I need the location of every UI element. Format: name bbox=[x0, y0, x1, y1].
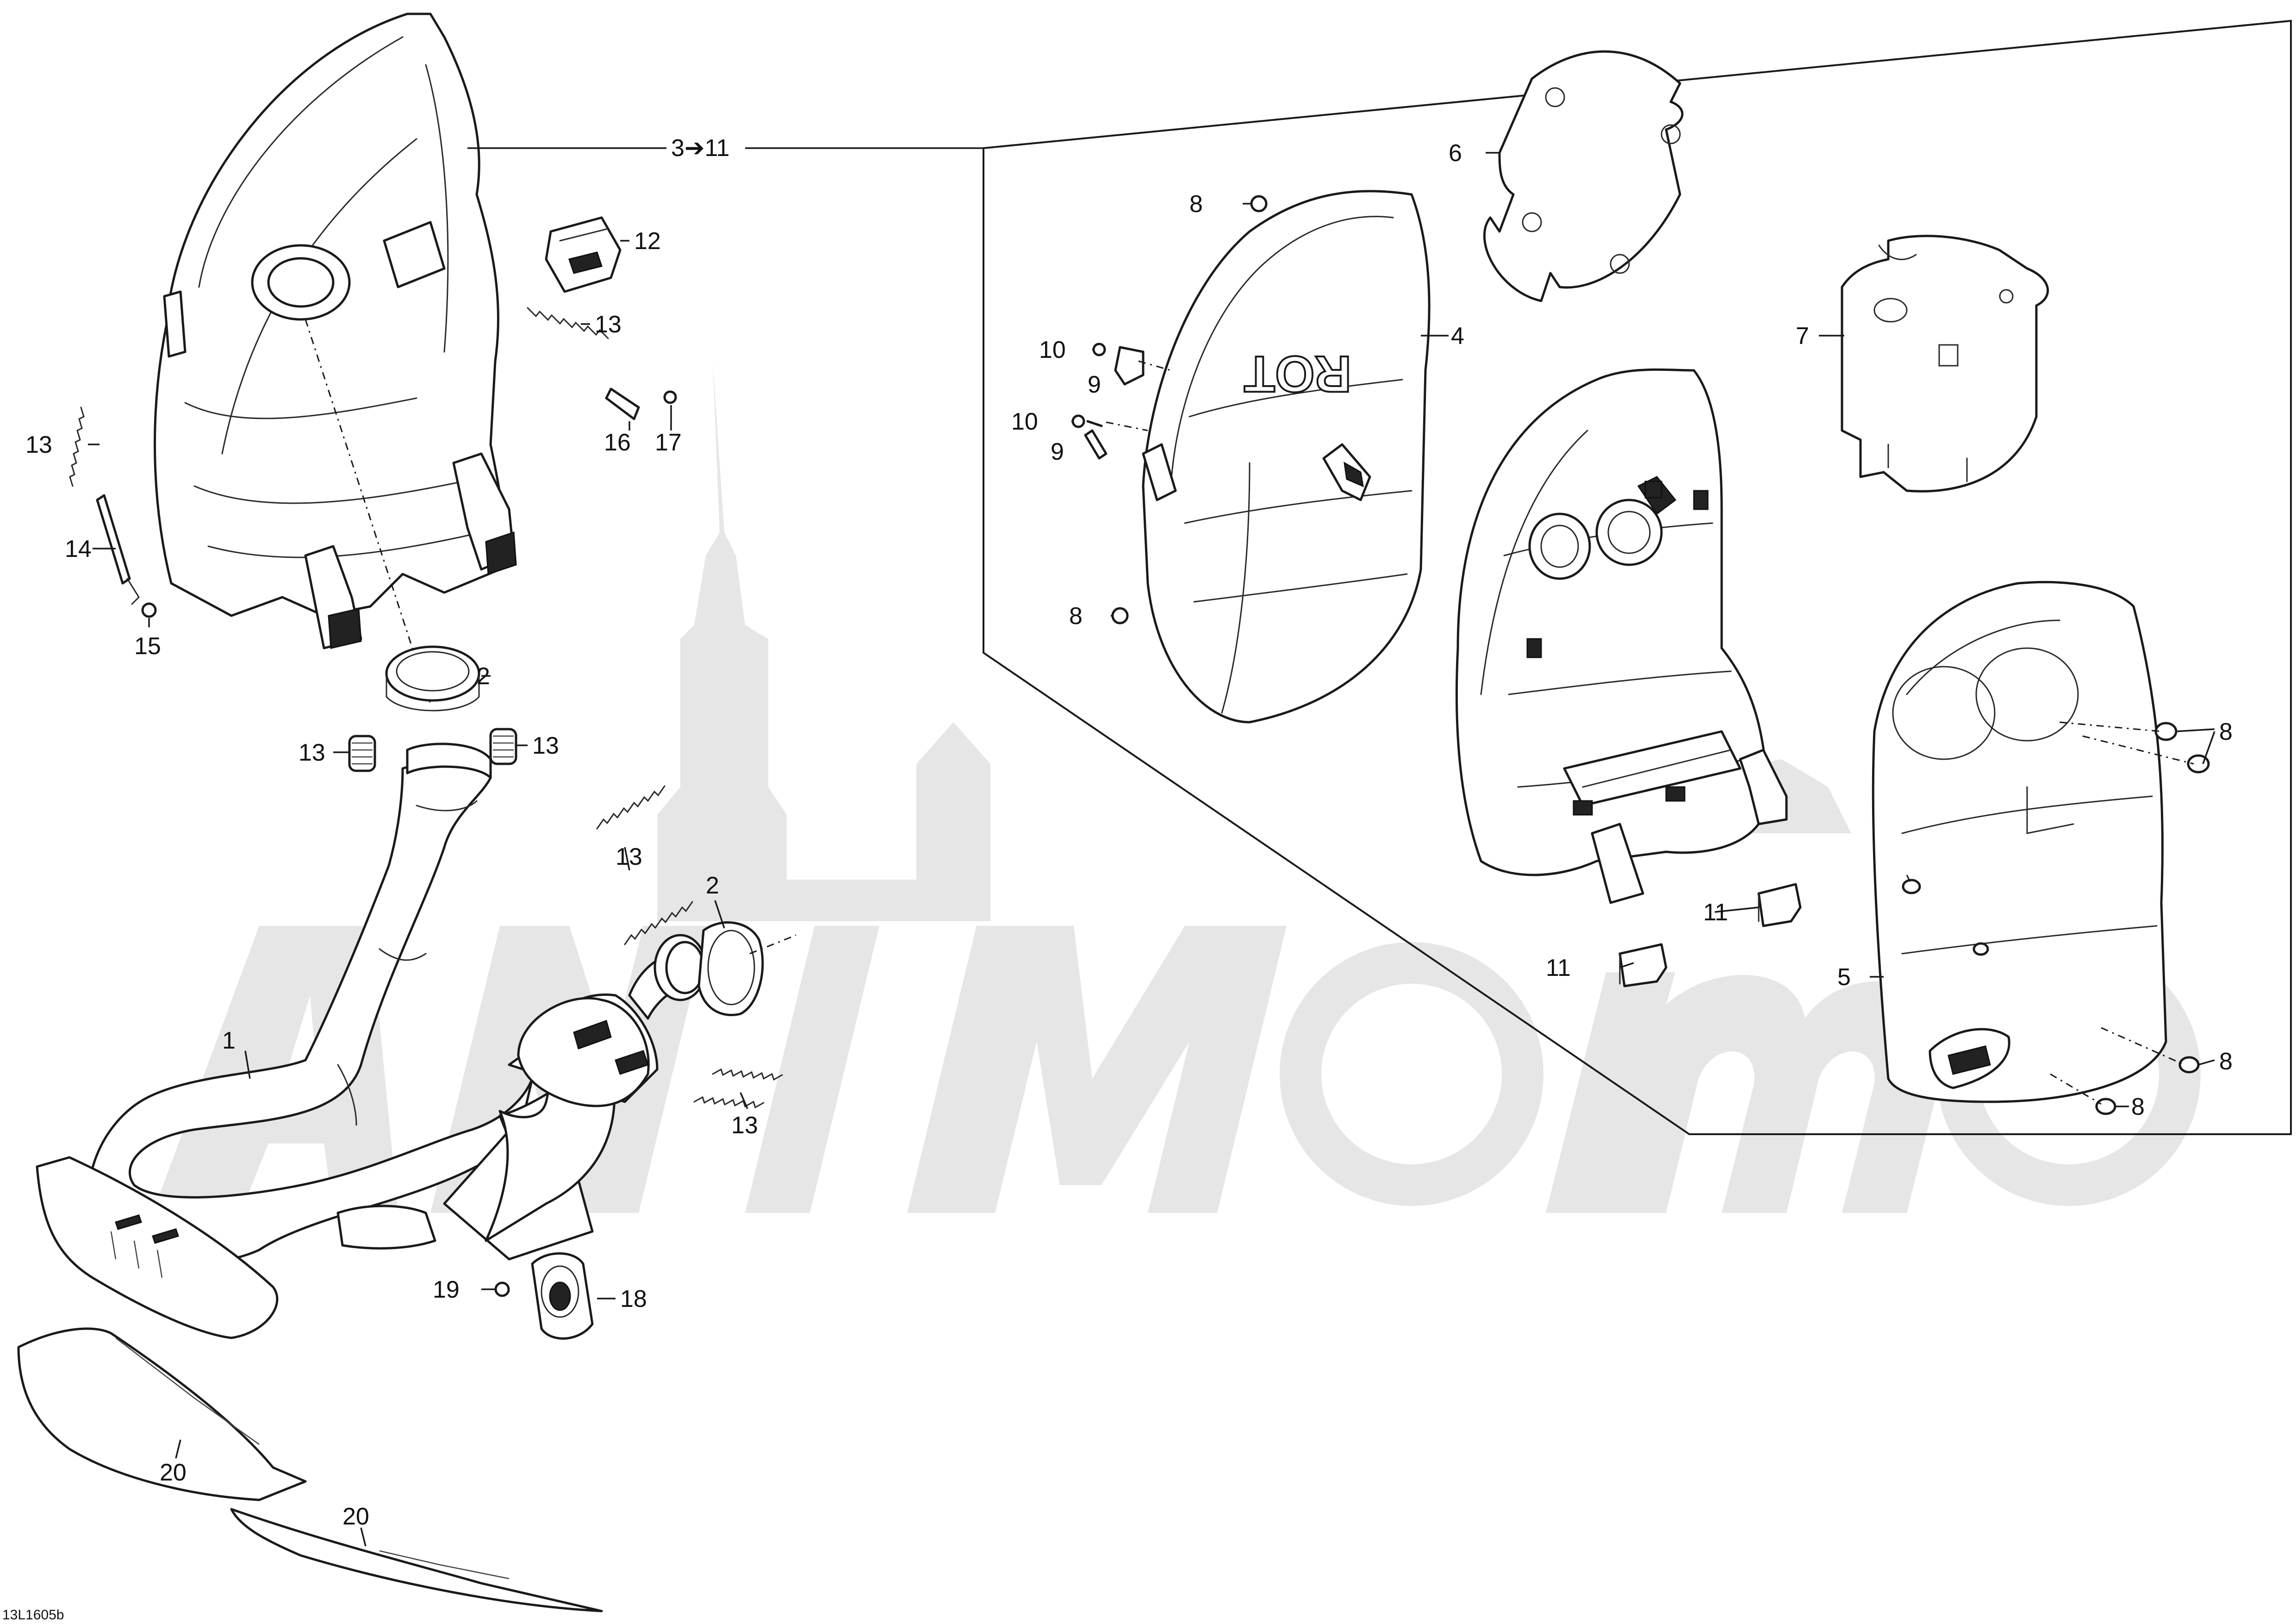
springs bbox=[69, 307, 783, 1109]
part-4-cover: ROT bbox=[1142, 190, 1431, 724]
callout-13-center-top: 13 bbox=[616, 843, 642, 870]
callout-8-top: 8 bbox=[1189, 191, 1203, 218]
callout-2-upper: 2 bbox=[477, 663, 490, 690]
leader-lines bbox=[88, 147, 2215, 1547]
svg-text:ROT: ROT bbox=[1244, 345, 1351, 402]
callout-labels: 3➔11 1 2 2 4 5 6 7 8 8 8 8 8 9 9 10 10 1… bbox=[2, 135, 2233, 1623]
callout-20-left: 20 bbox=[160, 1459, 187, 1486]
callout-20-right: 20 bbox=[342, 1503, 369, 1530]
main-housing bbox=[1455, 368, 1788, 904]
callout-13-pipe-left: 13 bbox=[299, 739, 325, 766]
callout-16: 16 bbox=[604, 429, 631, 456]
part-2-gasket-upper bbox=[385, 645, 480, 712]
small-hardware bbox=[96, 387, 677, 618]
callout-2-lower: 2 bbox=[706, 872, 719, 899]
part-18-bracket bbox=[494, 1252, 594, 1340]
callout-8-bottom: 8 bbox=[2131, 1093, 2145, 1120]
muffler-assembly bbox=[154, 12, 517, 704]
part-6-gasket-plate bbox=[1483, 50, 1684, 302]
callout-18: 18 bbox=[620, 1286, 647, 1312]
callout-14: 14 bbox=[65, 536, 92, 562]
callout-7: 7 bbox=[1796, 323, 1809, 350]
callout-8-right-bottom: 8 bbox=[2219, 1048, 2233, 1075]
callout-8-left: 8 bbox=[1069, 603, 1083, 630]
callout-11-lower: 11 bbox=[1546, 955, 1571, 981]
callout-17: 17 bbox=[655, 429, 682, 456]
callout-11-upper: 11 bbox=[1703, 899, 1728, 926]
catalytic-section bbox=[485, 934, 707, 1242]
part-2-gasket-lower bbox=[697, 921, 796, 1016]
callout-5: 5 bbox=[1837, 964, 1851, 991]
callout-13-left: 13 bbox=[25, 431, 52, 458]
callout-4: 4 bbox=[1451, 323, 1464, 350]
callout-13-pipe-right: 13 bbox=[532, 732, 559, 759]
callout-12: 12 bbox=[634, 228, 661, 255]
callout-19: 19 bbox=[433, 1276, 460, 1303]
drawing-code: 13L1605b bbox=[2, 1607, 64, 1623]
part-5-housing-cover bbox=[1872, 581, 2210, 1115]
callout-10-upper: 10 bbox=[1039, 337, 1066, 363]
part-7-plate bbox=[1841, 235, 2049, 493]
exploded-view-frame bbox=[983, 19, 2292, 1135]
callout-9-upper: 9 bbox=[1088, 371, 1101, 398]
callout-assembly: 3➔11 bbox=[671, 135, 729, 162]
part-20-heat-shields bbox=[17, 1327, 603, 1612]
callout-15: 15 bbox=[134, 633, 161, 660]
callout-13-top: 13 bbox=[595, 311, 622, 338]
callout-6: 6 bbox=[1449, 140, 1462, 167]
callout-1: 1 bbox=[222, 1027, 236, 1054]
callout-8-right-top: 8 bbox=[2219, 718, 2233, 745]
callout-9-lower: 9 bbox=[1051, 438, 1064, 465]
part-12-rubber-bumper bbox=[545, 216, 622, 293]
callout-10-lower: 10 bbox=[1011, 408, 1038, 435]
callout-13-center-bottom: 13 bbox=[731, 1112, 758, 1139]
